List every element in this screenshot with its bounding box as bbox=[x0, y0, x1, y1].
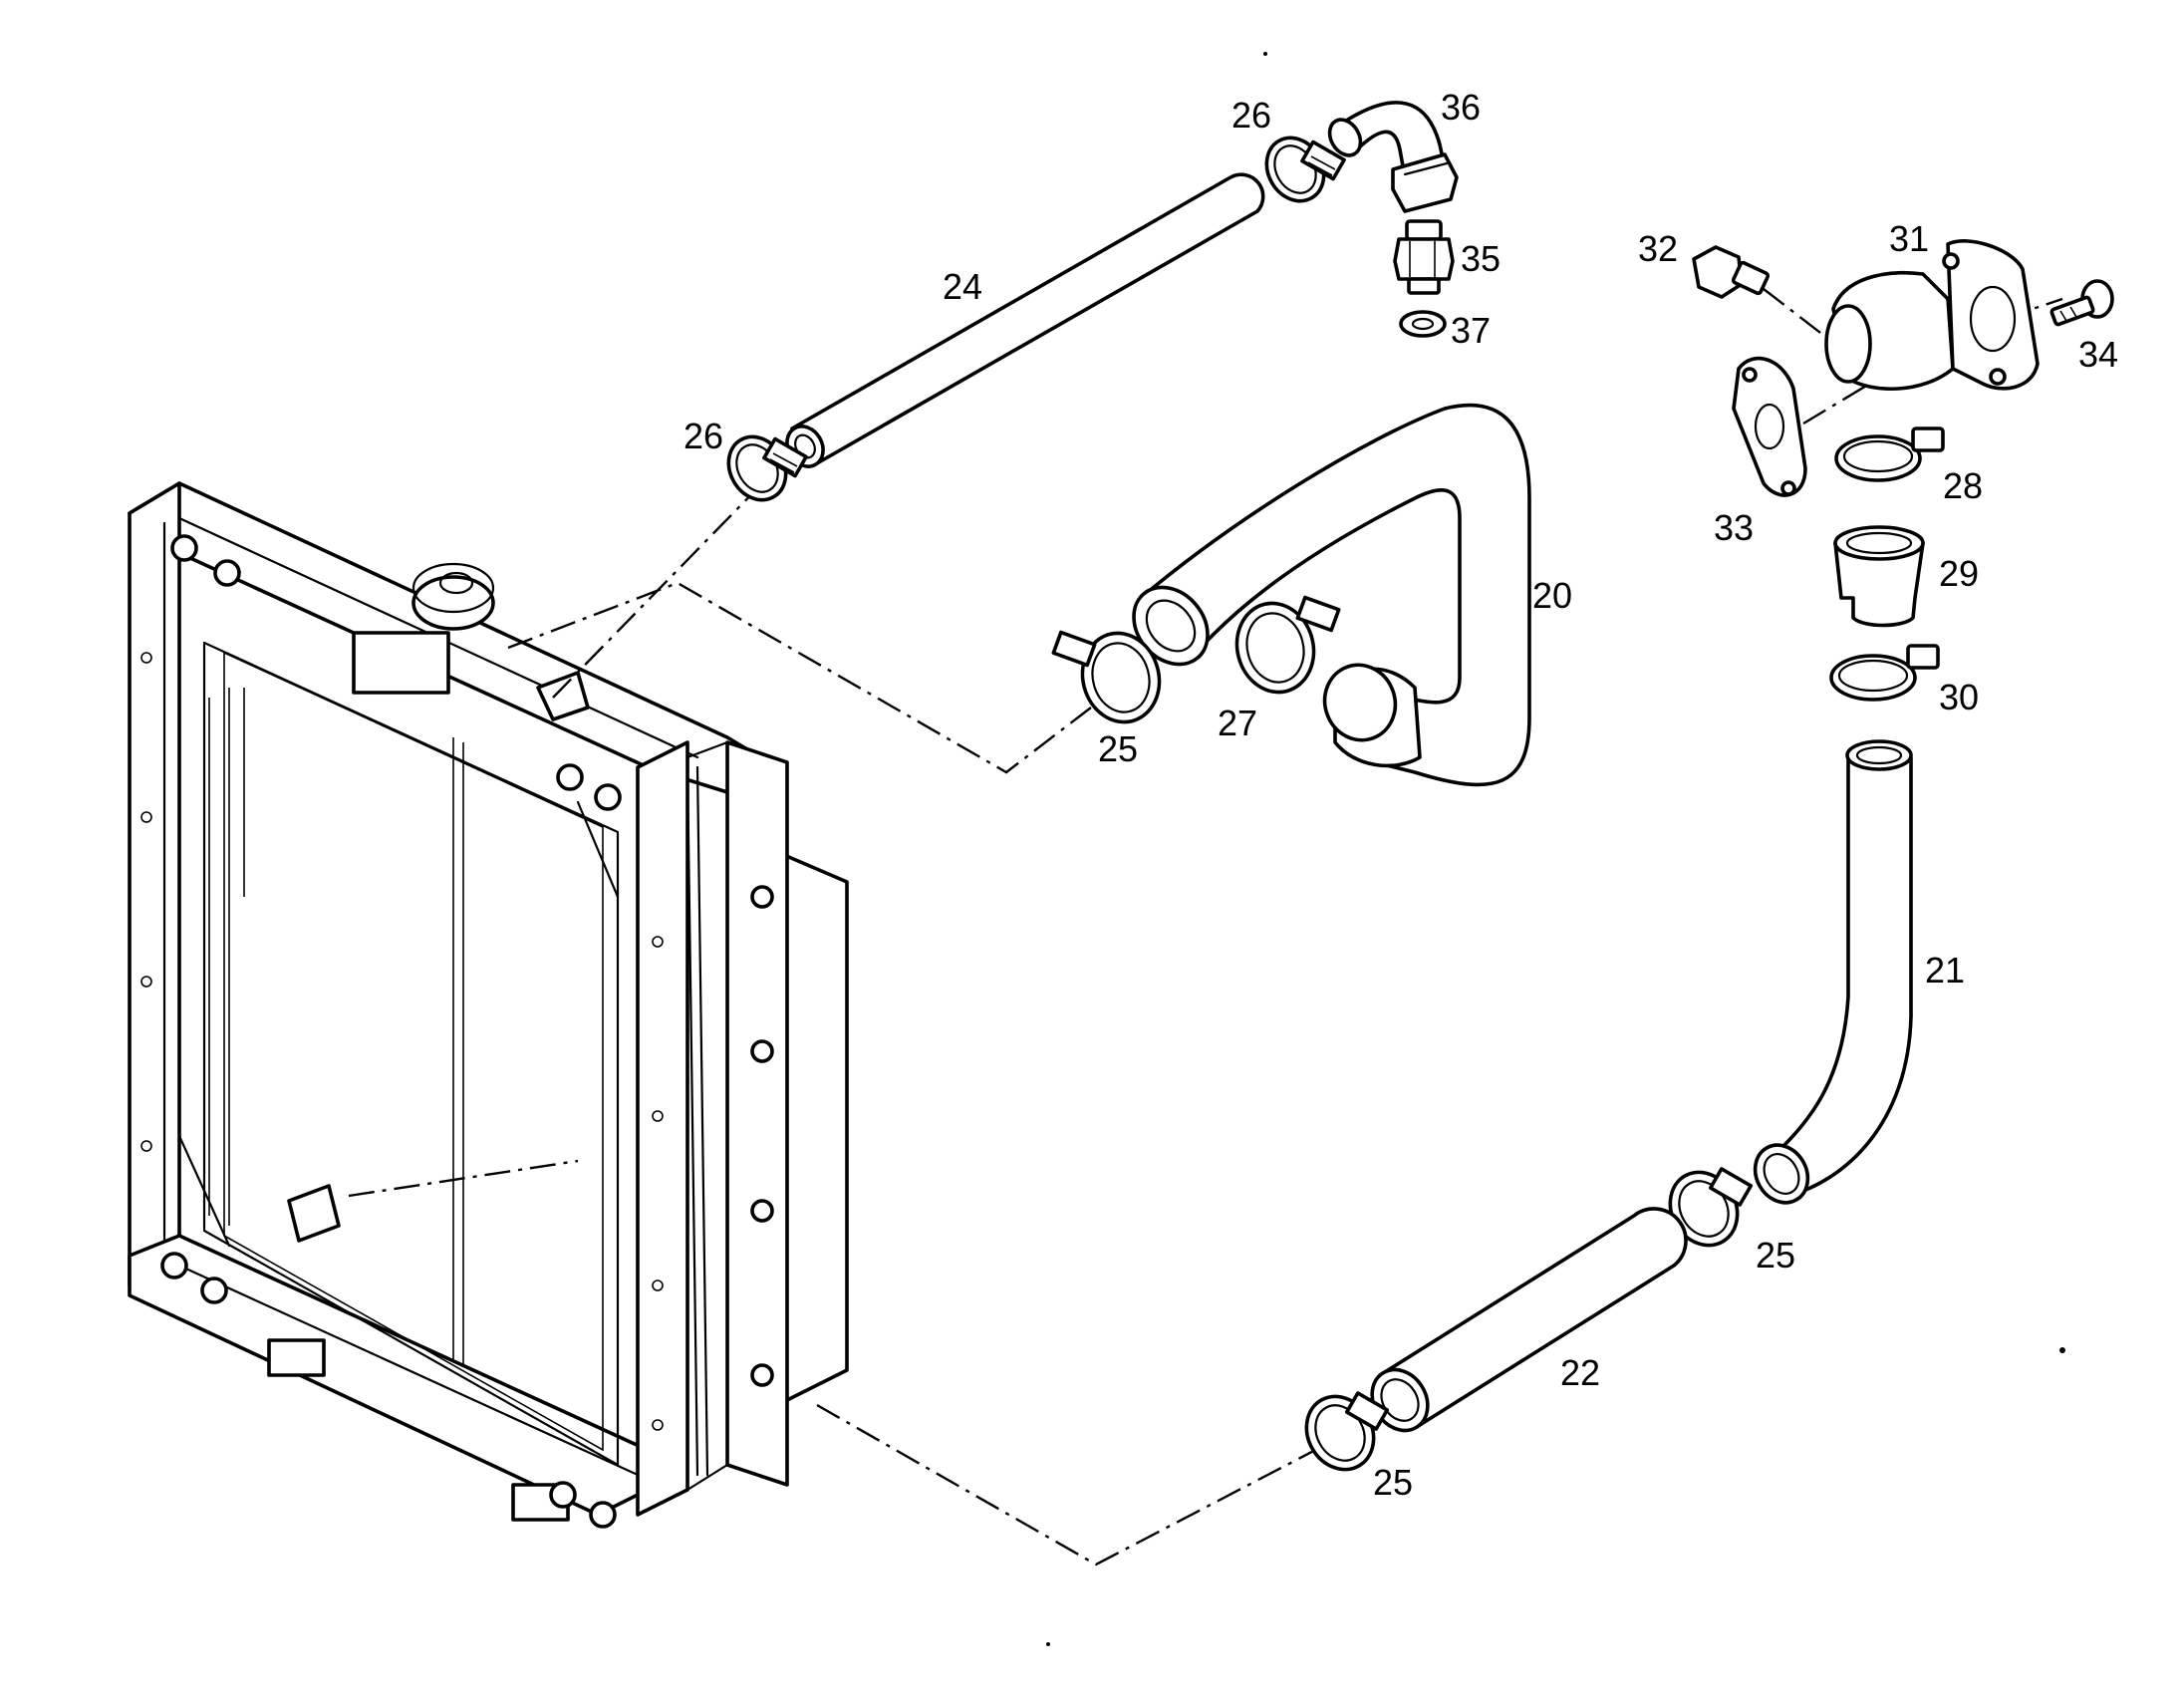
formed-hose-20 bbox=[1132, 403, 1531, 787]
callout-25-bottom: 25 bbox=[1373, 1462, 1413, 1503]
radiator-bolts bbox=[160, 534, 774, 1529]
callout-30: 30 bbox=[1939, 677, 1979, 717]
callout-22: 22 bbox=[1560, 1352, 1600, 1393]
hose-clamp-28 bbox=[1834, 426, 1945, 482]
overflow-tube bbox=[685, 765, 699, 1477]
hose-22 bbox=[1370, 1207, 1688, 1433]
callout-35: 35 bbox=[1461, 238, 1501, 279]
hose-sleeve-29 bbox=[1833, 525, 1925, 628]
bent-hose-21 bbox=[1753, 739, 1913, 1205]
hose-24 bbox=[785, 172, 1265, 468]
upper-spigot bbox=[536, 671, 590, 721]
callout-25-top: 25 bbox=[1098, 728, 1138, 769]
callout-37: 37 bbox=[1451, 310, 1491, 351]
callout-28: 28 bbox=[1943, 465, 1983, 506]
callout-33: 33 bbox=[1714, 507, 1754, 548]
bolt-34 bbox=[2049, 279, 2114, 327]
radiator-assembly bbox=[128, 481, 849, 1529]
callout-25-right: 25 bbox=[1756, 1235, 1795, 1276]
elbow-fitting-36 bbox=[1327, 101, 1459, 213]
callout-36: 36 bbox=[1441, 87, 1481, 128]
hose-clamp-26-upper bbox=[1264, 136, 1346, 203]
filler-cap bbox=[411, 575, 495, 631]
sealing-washer-37 bbox=[1399, 310, 1447, 338]
bottom-mount-foot bbox=[267, 1338, 326, 1377]
frame-holes bbox=[140, 652, 664, 1431]
lower-spigot bbox=[287, 1184, 341, 1243]
gasket-33 bbox=[1732, 356, 1807, 497]
callout-31: 31 bbox=[1889, 218, 1929, 259]
callout-32: 32 bbox=[1638, 228, 1678, 269]
callout-20: 20 bbox=[1532, 575, 1572, 616]
callout-29: 29 bbox=[1939, 553, 1979, 594]
callout-26-lower: 26 bbox=[683, 416, 723, 456]
radiator-right-frame bbox=[636, 740, 689, 1517]
hose-clamp-26-lower bbox=[726, 434, 808, 502]
hose-clamp-25-top bbox=[1051, 630, 1162, 724]
outlet-housing-31 bbox=[1824, 239, 2040, 392]
mount-bracket bbox=[352, 631, 450, 695]
radiator-outer-frame bbox=[725, 740, 789, 1487]
radiator-left-frame bbox=[128, 481, 181, 1287]
hose-clamp-25-bottom bbox=[1304, 1391, 1390, 1472]
bolt-32 bbox=[1692, 245, 1771, 299]
hose-clamp-30 bbox=[1829, 644, 1940, 702]
callout-27: 27 bbox=[1218, 703, 1257, 743]
speck bbox=[1263, 52, 1267, 56]
hose-clamp-27 bbox=[1234, 595, 1341, 695]
speck bbox=[1046, 1642, 1050, 1646]
callout-34: 34 bbox=[2078, 334, 2118, 375]
radiator-core bbox=[202, 641, 620, 1467]
callout-24: 24 bbox=[943, 266, 982, 307]
speck bbox=[2059, 1347, 2065, 1353]
callout-26-upper: 26 bbox=[1231, 95, 1271, 136]
callout-labels: 20 21 22 24 25 25 25 26 26 27 28 29 30 3… bbox=[683, 87, 2118, 1503]
callout-21: 21 bbox=[1925, 950, 1965, 991]
adapter-fitting-35 bbox=[1393, 219, 1455, 295]
